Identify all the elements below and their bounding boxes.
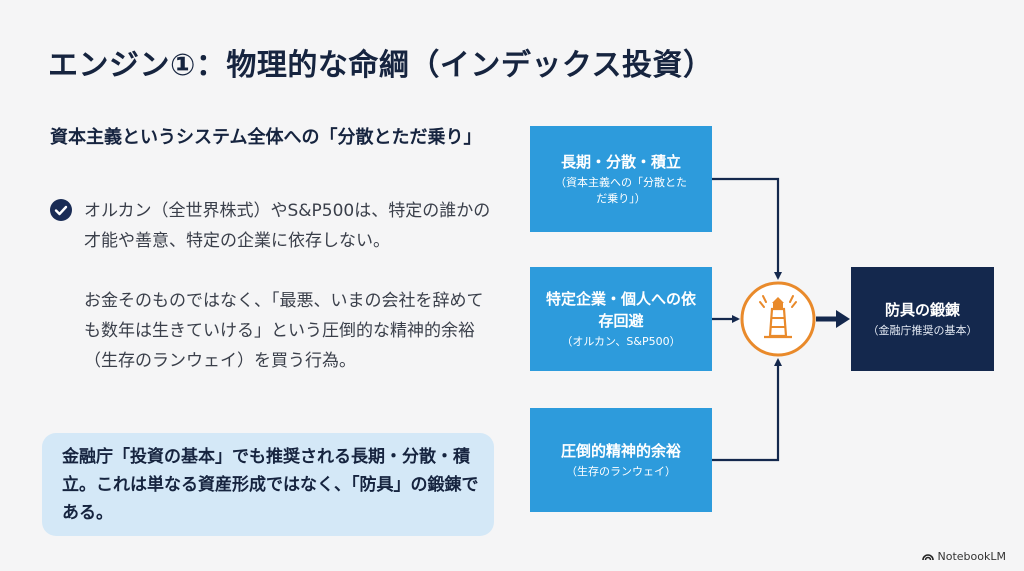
check-circle-icon: [50, 199, 72, 221]
footer-brand-text: NotebookLM: [937, 550, 1006, 563]
box-title: 防具の鍛錬: [884, 301, 960, 319]
box-title: 長期・分散・積立: [560, 153, 681, 171]
box-title: 圧倒的精神的余裕: [560, 442, 681, 460]
bullet-paragraph: オルカン（全世界株式）やS&P500は、特定の誰かの才能や善意、特定の企業に依存…: [84, 201, 491, 251]
lighthouse-icon: [740, 281, 816, 357]
notebooklm-logo-icon: [921, 554, 934, 561]
box-subtitle: （オルカン、S&P500）: [561, 335, 681, 348]
output-box-armor: 防具の鍛錬 （金融庁推奨の基本）: [851, 267, 994, 371]
input-box-mental-margin: 圧倒的精神的余裕 （生存のランウェイ）: [530, 408, 712, 512]
body-paragraph: お金そのものではなく、「最悪、いまの会社を辞めても数年は生きていける」という圧倒…: [84, 291, 484, 371]
footer-brand: NotebookLM: [921, 550, 1006, 563]
page-title: エンジン①：物理的な命綱（インデックス投資）: [48, 48, 714, 83]
callout-text: 金融庁「投資の基本」でも推奨される長期・分散・積立。これは単なる資産形成ではなく…: [62, 447, 479, 523]
connector-top: [712, 177, 782, 280]
input-box-dependency-avoidance: 特定企業・個人への依存回避 （オルカン、S&P500）: [530, 267, 712, 371]
box-subtitle: （資本主義への「分散とただ乗り」）: [555, 176, 687, 205]
section-subheading: 資本主義というシステム全体への「分散とただ乗り」: [50, 127, 482, 148]
input-box-long-term: 長期・分散・積立 （資本主義への「分散とただ乗り」）: [530, 126, 712, 232]
arrowhead-output: [836, 310, 850, 328]
box-subtitle: （生存のランウェイ）: [566, 465, 676, 478]
callout-box: 金融庁「投資の基本」でも推奨される長期・分散・積立。これは単なる資産形成ではなく…: [42, 433, 494, 536]
box-title: 特定企業・個人への依存回避: [546, 290, 697, 330]
connector-bottom: [712, 358, 782, 462]
box-subtitle: （金融庁推奨の基本）: [867, 324, 978, 337]
